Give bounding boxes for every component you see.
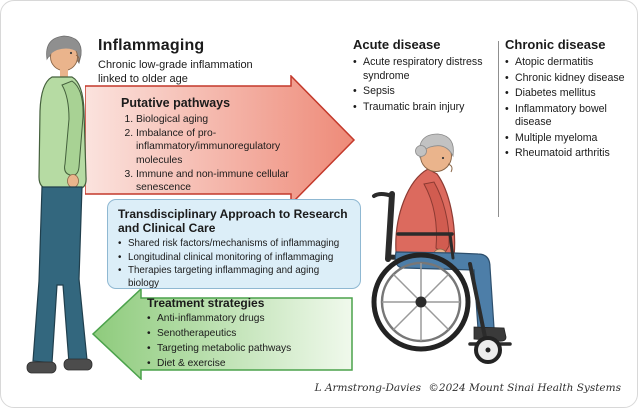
putative-pathways-block: Putative pathways Biological aging Imbal… bbox=[121, 96, 329, 195]
putative-pathways-title: Putative pathways bbox=[121, 96, 231, 110]
list-item: Multiple myeloma bbox=[505, 132, 633, 146]
credit-copyright: ©2024 Mount Sinai Health Systems bbox=[428, 382, 621, 394]
transdisciplinary-list: Shared risk factors/mechanisms of inflam… bbox=[118, 238, 350, 290]
diagram-title: Inflammaging bbox=[98, 37, 205, 54]
elderly-person-standing-illustration bbox=[26, 35, 93, 374]
list-item: Atopic dermatitis bbox=[505, 56, 633, 70]
list-item: Chronic kidney disease bbox=[505, 72, 633, 86]
list-item: Diabetes mellitus bbox=[505, 87, 633, 101]
treatment-strategies-title: Treatment strategies bbox=[147, 296, 265, 310]
list-item: Sepsis bbox=[353, 85, 495, 99]
putative-pathways-arrow bbox=[85, 75, 356, 205]
list-item: Longitudinal clinical monitoring of infl… bbox=[118, 252, 350, 265]
chronic-disease-column: Chronic disease Atopic dermatitis Chroni… bbox=[505, 37, 633, 163]
list-item: Shared risk factors/mechanisms of inflam… bbox=[118, 238, 350, 251]
chronic-disease-list: Atopic dermatitis Chronic kidney disease… bbox=[505, 56, 633, 161]
list-item: Traumatic brain injury bbox=[353, 101, 495, 115]
chronic-disease-title: Chronic disease bbox=[505, 37, 606, 52]
acute-disease-list: Acute respiratory distress syndrome Seps… bbox=[353, 56, 495, 114]
list-item: Therapies targeting inflammaging and agi… bbox=[118, 265, 350, 290]
list-item: Inflammatory bowel disease bbox=[505, 103, 633, 130]
list-item: Targeting metabolic pathways bbox=[147, 342, 347, 355]
list-item: Rheumatoid arthritis bbox=[505, 147, 633, 161]
transdisciplinary-box: Transdisciplinary Approach to Research a… bbox=[107, 199, 361, 289]
credit-artist: L Armstrong-Davies bbox=[314, 382, 422, 394]
acute-disease-title: Acute disease bbox=[353, 37, 441, 52]
diagram-subtitle: Chronic low-grade inflammation linked to… bbox=[98, 59, 253, 86]
list-item: Anti-inflammatory drugs bbox=[147, 312, 347, 325]
list-item: Biological aging bbox=[136, 113, 317, 126]
transdisciplinary-title: Transdisciplinary Approach to Research a… bbox=[118, 207, 348, 236]
acute-disease-column: Acute disease Acute respiratory distress… bbox=[353, 37, 495, 116]
list-item: Senotherapeutics bbox=[147, 327, 347, 340]
list-item: Immune and non-immune cellular senescenc… bbox=[136, 168, 317, 194]
list-item: Imbalance of pro-inflammatory/immunoregu… bbox=[136, 127, 317, 167]
column-divider bbox=[498, 41, 499, 217]
list-item: Diet & exercise bbox=[147, 357, 347, 370]
treatment-strategies-list: Anti-inflammatory drugs Senotherapeutics… bbox=[147, 312, 347, 370]
header-block: Inflammaging Chronic low-grade inflammat… bbox=[98, 37, 298, 87]
credit-line: L Armstrong-Davies ©2024 Mount Sinai Hea… bbox=[315, 382, 621, 394]
elderly-person-in-wheelchair-illustration bbox=[371, 133, 512, 364]
list-item: Acute respiratory distress syndrome bbox=[353, 56, 495, 83]
putative-pathways-list: Biological aging Imbalance of pro-inflam… bbox=[121, 113, 317, 194]
treatment-strategies-block: Treatment strategies Anti-inflammatory d… bbox=[147, 296, 347, 372]
